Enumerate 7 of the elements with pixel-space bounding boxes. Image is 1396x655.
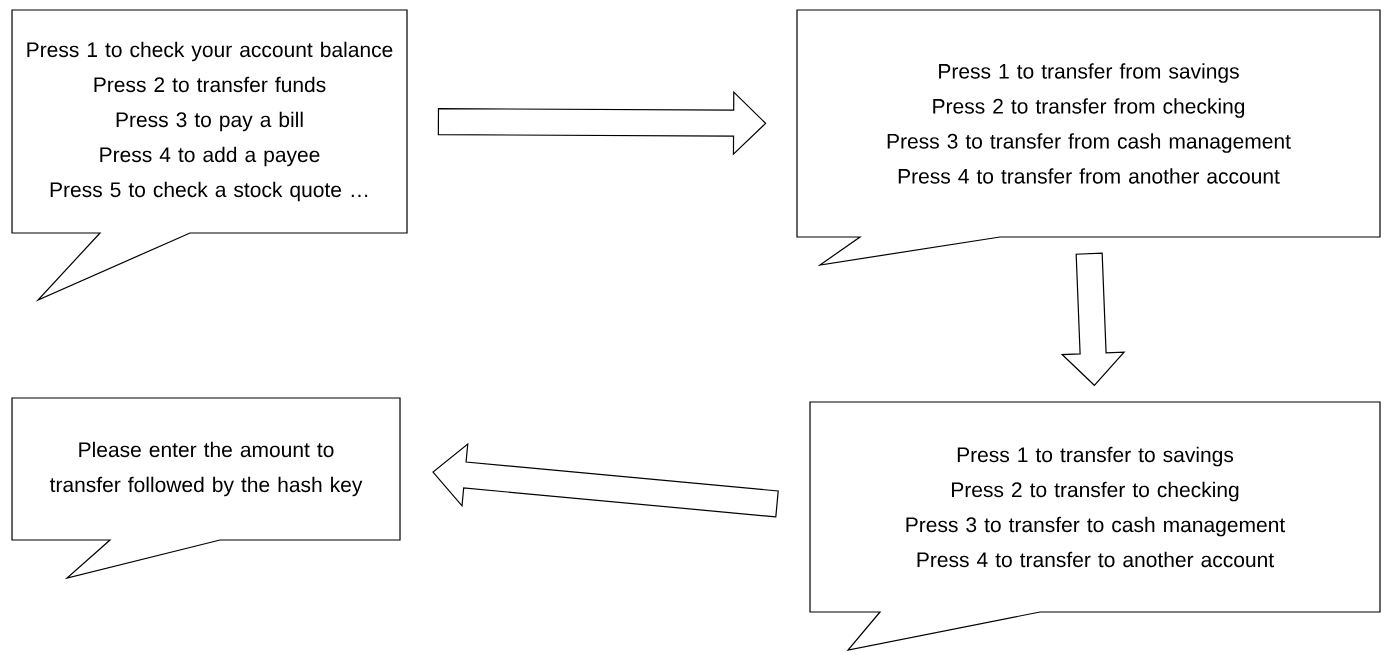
speech-bubble: Press 1 to transfer from savings Press 2 to transfer from checking Press 3 to transfer from cash management Press 4 to transfer from another account: [796, 9, 1381, 266]
speech-bubble: Please enter the amount to transfer followed by the hash key: [11, 397, 401, 580]
block-arrow: [1060, 252, 1126, 387]
block-arrow: [437, 90, 767, 156]
block-arrow: [432, 442, 779, 518]
speech-bubble: Press 1 to check your account balance Press 2 to transfer funds Press 3 to pay a bill Press 4 to add a payee Press 5 to check a stock quote …: [11, 9, 408, 302]
speech-bubble: Press 1 to transfer to savings Press 2 to transfer to checking Press 3 to transfer to cash management Press 4 to transfer to another account: [809, 401, 1381, 651]
